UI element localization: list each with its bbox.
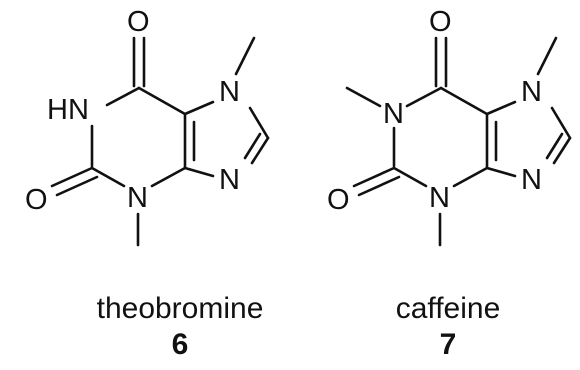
theobromine-number: 6	[171, 328, 189, 361]
bond-n7-c8	[550, 106, 572, 140]
theobromine-atom-nh: HN	[47, 94, 89, 126]
theobromine-name: theobromine	[96, 292, 264, 325]
bond-c8-n9-b	[243, 132, 262, 160]
bond-n7-c8	[248, 106, 270, 140]
bond-c2-o-b	[357, 175, 401, 197]
bond-c2-o-b	[55, 175, 99, 197]
theobromine-atom-n9: N	[219, 164, 240, 196]
caffeine-atom-n-bottom: N	[429, 182, 450, 214]
theobromine-atom-n7: N	[219, 76, 240, 108]
caffeine-name: caffeine	[395, 292, 501, 325]
bond-n9-c4	[485, 166, 517, 178]
bond-n7-methyl	[234, 36, 256, 76]
bond-c2-o-a	[50, 166, 94, 188]
bond-c5-n7	[183, 100, 215, 116]
bond-c8-n9-a	[250, 136, 270, 165]
bond-n3-c4	[452, 166, 489, 188]
caffeine-atom-o-left: O	[327, 184, 350, 216]
caffeine-atom-n7: N	[521, 76, 542, 108]
caffeine-number: 7	[439, 328, 457, 361]
bond-c8-n9-b	[545, 132, 564, 160]
bond-c8-n9-a	[552, 136, 572, 165]
caffeine-atom-n1: N	[383, 98, 404, 130]
caffeine-atom-n9: N	[521, 164, 542, 196]
bond-c2-o-a	[352, 166, 396, 188]
theobromine-structure: O HN O N N N	[25, 6, 270, 247]
bond-c5-n7	[485, 100, 517, 116]
bond-c2-n3	[90, 166, 126, 188]
bond-c6-n1	[405, 86, 443, 108]
bond-n9-c4	[183, 166, 215, 178]
bond-c2-n3	[392, 166, 428, 188]
bond-n3-c4	[150, 166, 187, 188]
bond-n7-methyl	[536, 36, 558, 76]
bond-c6-c5	[137, 86, 187, 116]
bond-n1-methyl	[345, 86, 382, 108]
caffeine-structure: O N O N N N	[327, 6, 572, 247]
theobromine-atom-n-bottom: N	[127, 182, 148, 214]
theobromine-atom-o-left: O	[25, 184, 48, 216]
theobromine-atom-o-top: O	[127, 6, 150, 38]
bond-c6-n1	[105, 86, 141, 107]
bond-c6-c5	[439, 86, 489, 116]
caffeine-atom-o-top: O	[429, 6, 452, 38]
